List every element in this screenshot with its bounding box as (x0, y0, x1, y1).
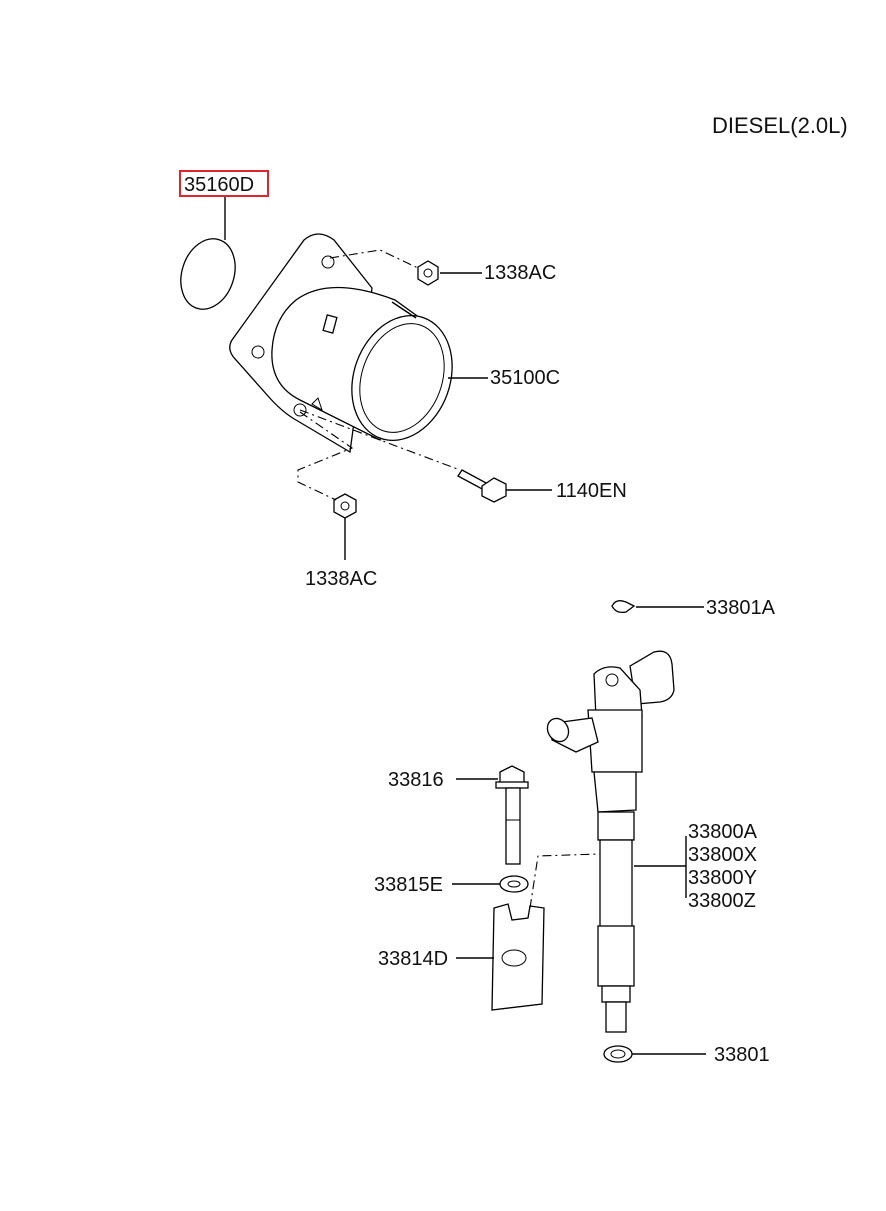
hex-nut-1338AC-top[interactable] (417, 260, 439, 286)
hex-nut-1338AC-bottom[interactable] (333, 493, 357, 519)
label-35100C[interactable]: 35100C (490, 367, 560, 389)
flange-bolt-hole-bottom (293, 403, 307, 417)
label-33801A[interactable]: 33801A (706, 597, 776, 619)
flange-bolt-hole-top (321, 255, 335, 269)
engine-type-label: DIESEL(2.0L) (712, 113, 848, 138)
label-33801[interactable]: 33801 (714, 1044, 770, 1066)
injector-clamp-33814D[interactable] (491, 903, 545, 1011)
label-35160D[interactable]: 35160D (184, 174, 254, 196)
injector-33800[interactable] (543, 650, 675, 1033)
label-33800Y[interactable]: 33800Y (688, 867, 757, 889)
label-33814D[interactable]: 33814D (378, 948, 448, 970)
label-33816[interactable]: 33816 (388, 769, 444, 791)
o-ring-35160D[interactable] (172, 232, 244, 317)
pump-end-cap (351, 315, 453, 441)
bolt-33816-shank (505, 787, 521, 865)
label-1140EN[interactable]: 1140EN (556, 480, 627, 502)
retaining-clip-33801A[interactable] (611, 600, 636, 614)
label-1338AC-top[interactable]: 1338AC (484, 262, 556, 284)
highlight-box-35160D (179, 170, 269, 197)
label-33815E[interactable]: 33815E (374, 874, 443, 896)
bolt-1140EN[interactable] (481, 477, 507, 503)
flange-bolt-hole-left (251, 345, 265, 359)
label-33800A[interactable]: 33800A (688, 821, 758, 843)
pump-end-cap-inner (359, 323, 445, 433)
label-33800X[interactable]: 33800X (688, 844, 757, 866)
washer-33815E[interactable] (499, 875, 529, 893)
label-33800Z[interactable]: 33800Z (688, 890, 756, 912)
washer-33801[interactable] (603, 1045, 633, 1063)
label-1338AC-bottom[interactable]: 1338AC (305, 568, 377, 590)
pump-body-slot (322, 314, 338, 334)
